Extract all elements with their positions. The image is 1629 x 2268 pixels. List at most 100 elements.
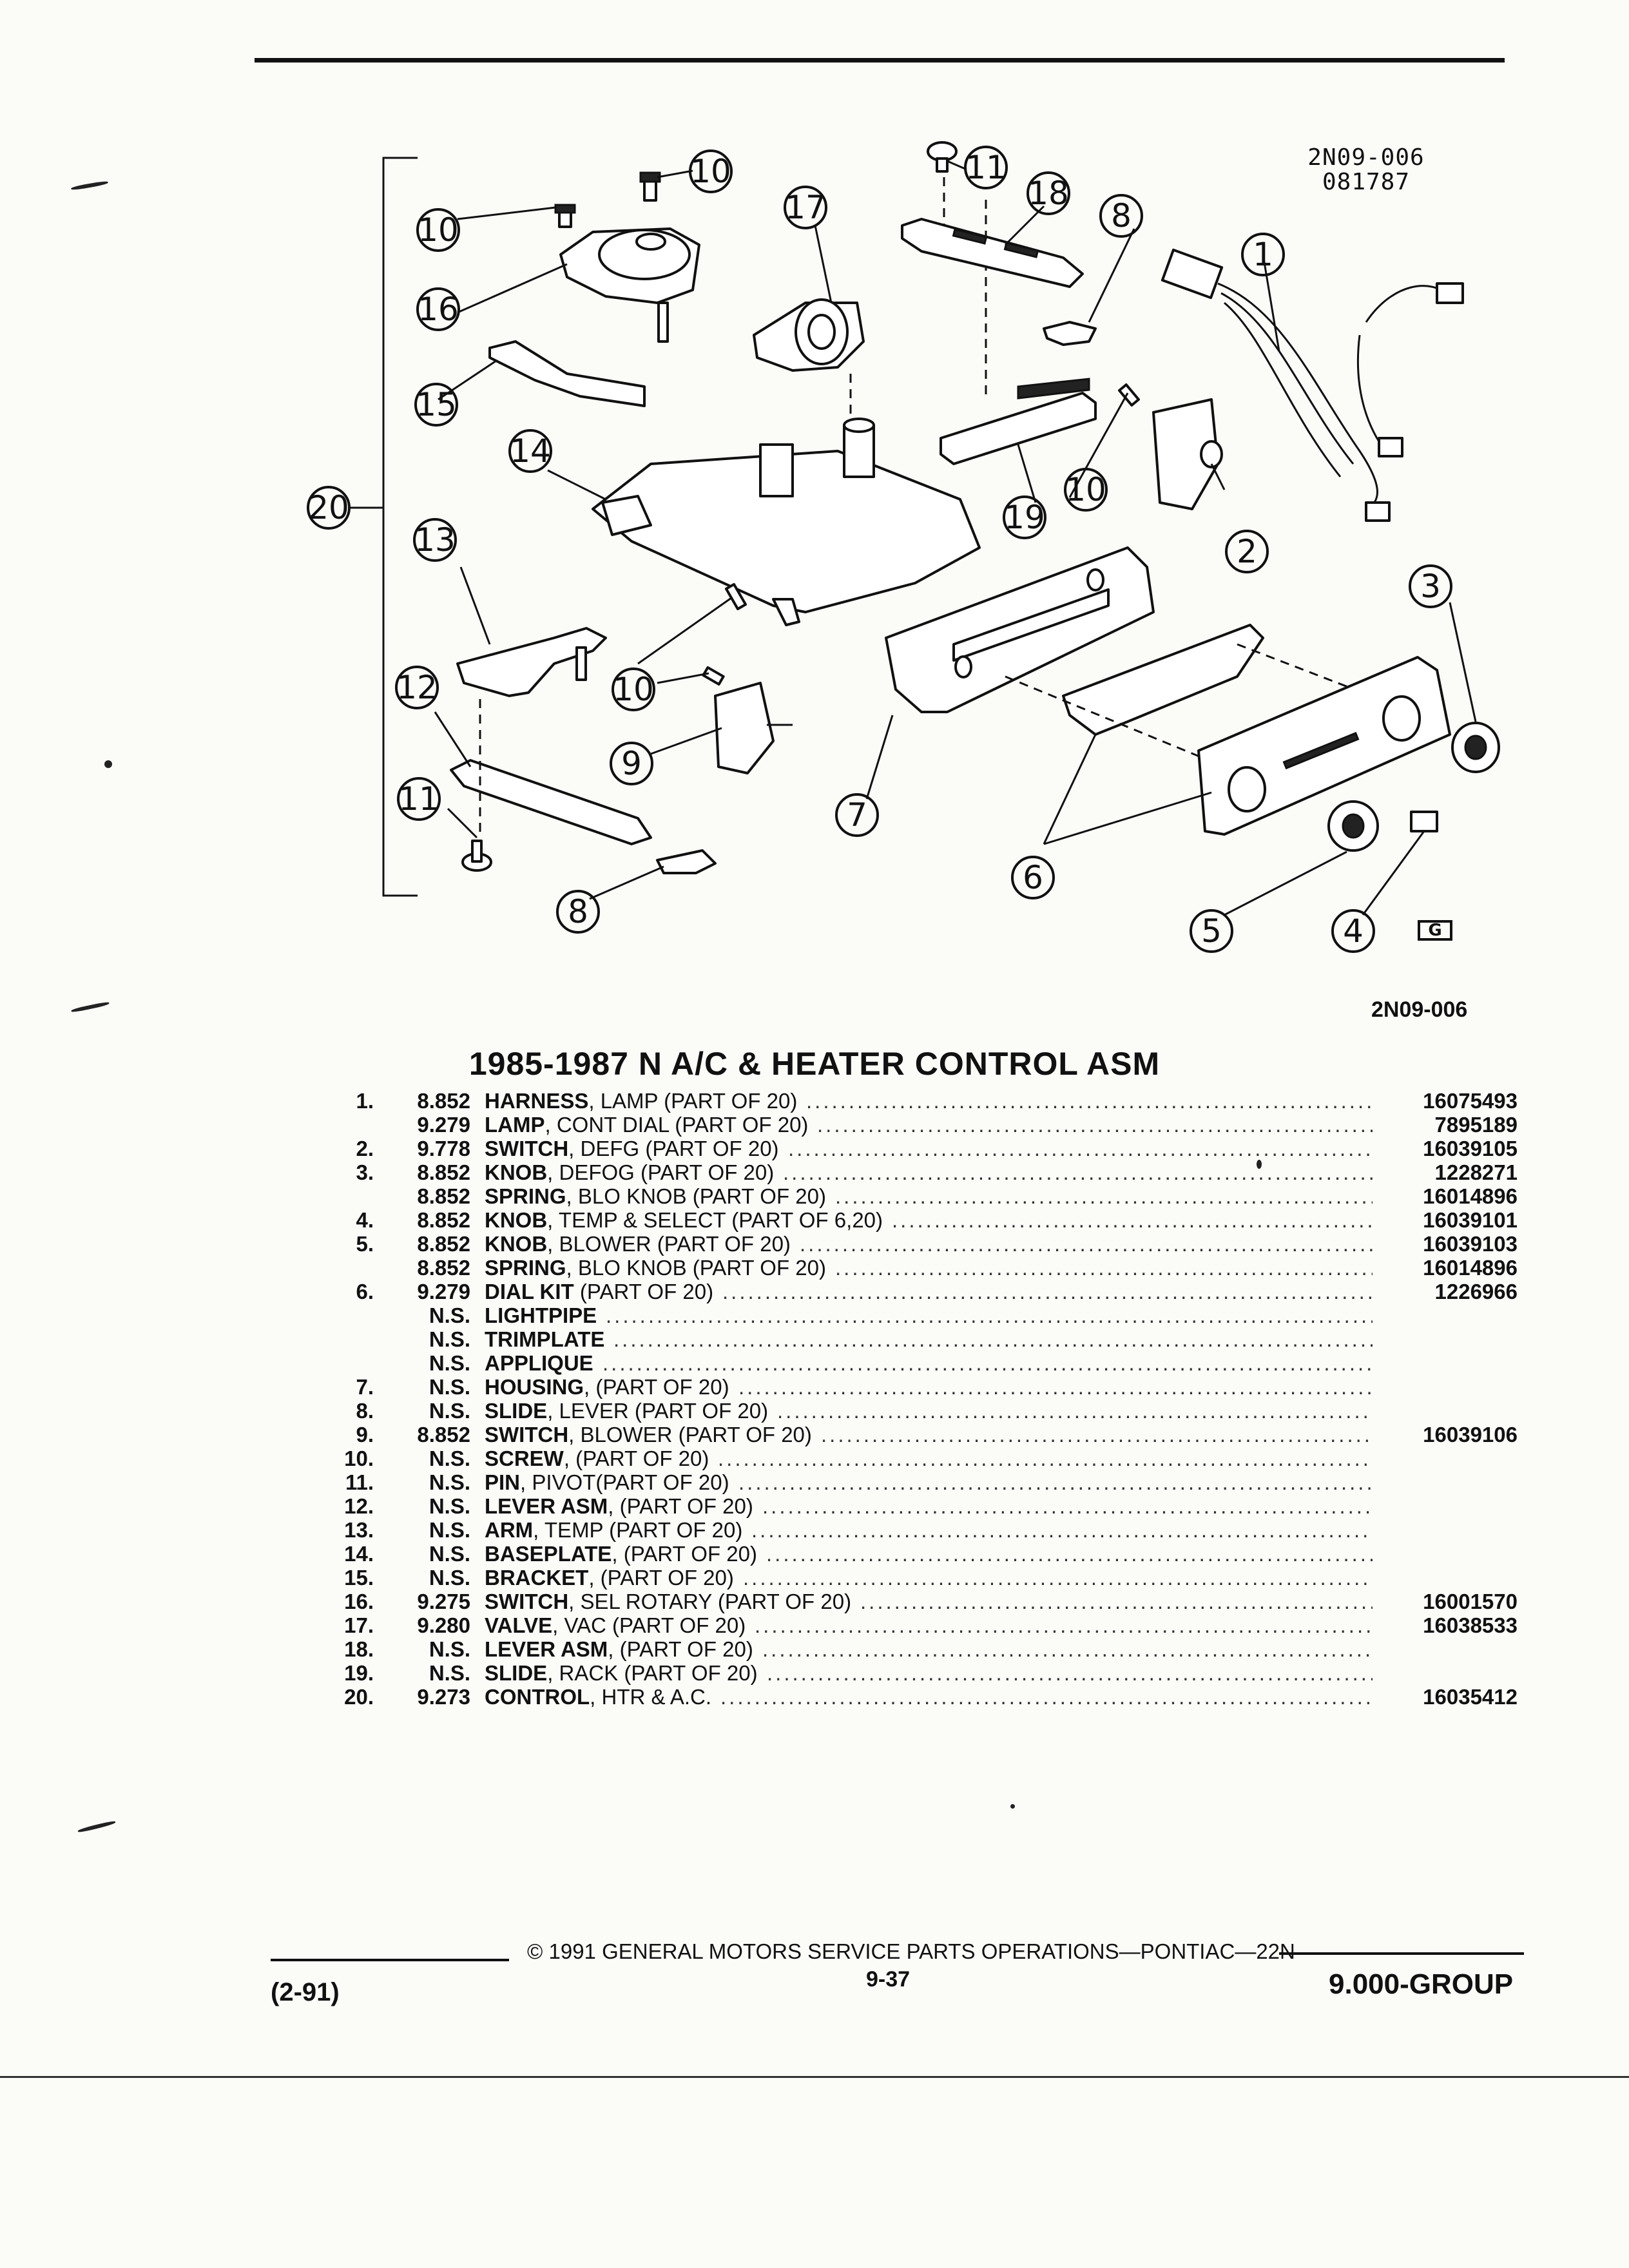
svg-text:15: 15 — [416, 386, 457, 423]
part-detail: , VAC (PART OF 20) — [552, 1613, 746, 1637]
callout-14: 14 — [508, 429, 552, 473]
group-number: 8.852 — [417, 1256, 470, 1280]
svg-text:5: 5 — [1201, 912, 1222, 950]
callout-15: 15 — [414, 383, 458, 427]
page-title: 1985-1987 N A/C & HEATER CONTROL ASM — [468, 1046, 1161, 1082]
part-description: APPLIQUE — [485, 1351, 593, 1375]
assembly-bracket — [382, 157, 418, 897]
callout-5: 5 — [1190, 909, 1233, 953]
group-number: 9.273 — [417, 1685, 470, 1709]
svg-text:G: G — [1428, 921, 1441, 940]
part-name: CONTROL — [485, 1685, 590, 1709]
footer-rule-right — [1279, 1952, 1524, 1955]
part-name: KNOB — [485, 1232, 548, 1256]
part-description: LIGHTPIPE — [485, 1303, 597, 1327]
lightpipe-part — [1062, 624, 1264, 736]
scan-mark — [104, 760, 112, 768]
part-name: SCREW — [485, 1446, 564, 1470]
callout-9: 9 — [610, 742, 653, 785]
table-row: ........................................… — [0, 1256, 1629, 1280]
part-detail: , (PART OF 20) — [563, 1446, 709, 1470]
lower-lever-part — [450, 759, 652, 845]
callout-8-top: 8 — [1099, 194, 1143, 238]
svg-text:12: 12 — [396, 669, 438, 706]
part-detail: , BLOWER (PART OF 20) — [568, 1423, 812, 1446]
part-description: VALVE, VAC (PART OF 20) — [485, 1613, 746, 1637]
svg-text:8: 8 — [568, 893, 588, 930]
lever-slide-part — [656, 849, 717, 874]
part-name: DIAL KIT — [485, 1280, 574, 1303]
faceplate-part — [1197, 656, 1451, 836]
svg-text:10: 10 — [690, 153, 731, 190]
item-number: 16. — [344, 1590, 374, 1613]
part-number: 16039101 — [1423, 1208, 1518, 1232]
svg-text:10: 10 — [418, 211, 459, 249]
part-detail: , (PART OF 20) — [608, 1494, 753, 1518]
table-row: ........................................… — [0, 1399, 1629, 1423]
table-row: ........................................… — [0, 1542, 1629, 1566]
callout-10-top-left: 10 — [416, 208, 460, 252]
svg-text:11: 11 — [965, 149, 1007, 186]
group-number: N.S. — [429, 1375, 470, 1399]
part-number: 16075493 — [1423, 1089, 1518, 1113]
leader-dots: ........................................… — [602, 1351, 1373, 1375]
group-number: 9.778 — [417, 1137, 470, 1160]
table-row: ........................................… — [0, 1184, 1629, 1208]
svg-text:20: 20 — [308, 489, 349, 526]
svg-text:1: 1 — [1253, 236, 1273, 273]
part-name: APPLIQUE — [485, 1351, 593, 1375]
part-description: BRACKET, (PART OF 20) — [485, 1566, 734, 1590]
leader-dots: ........................................… — [606, 1303, 1373, 1327]
top-rule — [255, 58, 1505, 62]
item-number: 20. — [344, 1685, 374, 1709]
part-description: SLIDE, RACK (PART OF 20) — [485, 1661, 758, 1685]
group-number: N.S. — [429, 1661, 470, 1685]
table-row: ........................................… — [0, 1423, 1629, 1446]
part-number: 16014896 — [1423, 1184, 1518, 1208]
table-row: ........................................… — [0, 1280, 1629, 1303]
leader-dots: ........................................… — [860, 1590, 1373, 1613]
part-name: SWITCH — [485, 1590, 569, 1613]
part-name: KNOB — [485, 1208, 548, 1232]
part-description: BASEPLATE, (PART OF 20) — [485, 1542, 757, 1566]
callout-12: 12 — [395, 666, 439, 709]
svg-text:13: 13 — [414, 521, 456, 559]
leader-dots: ........................................… — [738, 1375, 1373, 1399]
part-name: HARNESS — [485, 1089, 589, 1113]
part-description: TRIMPLATE — [485, 1327, 604, 1351]
leader-dots: ........................................… — [821, 1423, 1373, 1446]
leader-dots: ........................................… — [720, 1685, 1373, 1709]
part-description: HARNESS, LAMP (PART OF 20) — [485, 1089, 797, 1113]
part-detail: , BLO KNOB (PART OF 20) — [566, 1256, 826, 1280]
group-number: N.S. — [429, 1446, 470, 1470]
part-name: LAMP — [485, 1113, 545, 1137]
part-description: KNOB, TEMP & SELECT (PART OF 6,20) — [485, 1208, 883, 1232]
callout-10-right: 10 — [1064, 468, 1108, 512]
group-number: N.S. — [429, 1399, 470, 1423]
part-name: KNOB — [485, 1160, 548, 1184]
leader-dots: ........................................… — [835, 1184, 1373, 1208]
gm-logo: G — [1418, 920, 1452, 941]
svg-text:19: 19 — [1004, 499, 1045, 536]
leader-dots: ........................................… — [892, 1208, 1373, 1232]
part-description: SPRING, BLO KNOB (PART OF 20) — [485, 1184, 826, 1208]
item-number: 13. — [344, 1518, 374, 1542]
svg-text:6: 6 — [1023, 859, 1043, 896]
item-number: 14. — [344, 1542, 374, 1566]
part-name: TRIMPLATE — [485, 1327, 605, 1351]
group-number: N.S. — [429, 1303, 470, 1327]
svg-text:4: 4 — [1343, 912, 1364, 950]
table-row: ........................................… — [0, 1613, 1629, 1637]
baseplate-part — [592, 418, 981, 626]
housing-part — [885, 546, 1155, 713]
part-description: SWITCH, BLOWER (PART OF 20) — [485, 1423, 812, 1446]
leader-dots: ........................................… — [762, 1494, 1373, 1518]
table-row: ........................................… — [0, 1518, 1629, 1542]
group-number: 9.000-GROUP — [1329, 1968, 1514, 2000]
part-description: ARM, TEMP (PART OF 20) — [485, 1518, 742, 1542]
group-number: 8.852 — [417, 1160, 470, 1184]
table-row: ........................................… — [0, 1446, 1629, 1470]
callout-11-bottom: 11 — [397, 777, 441, 821]
scan-mark — [1010, 1804, 1015, 1809]
group-number: 9.275 — [417, 1590, 470, 1613]
